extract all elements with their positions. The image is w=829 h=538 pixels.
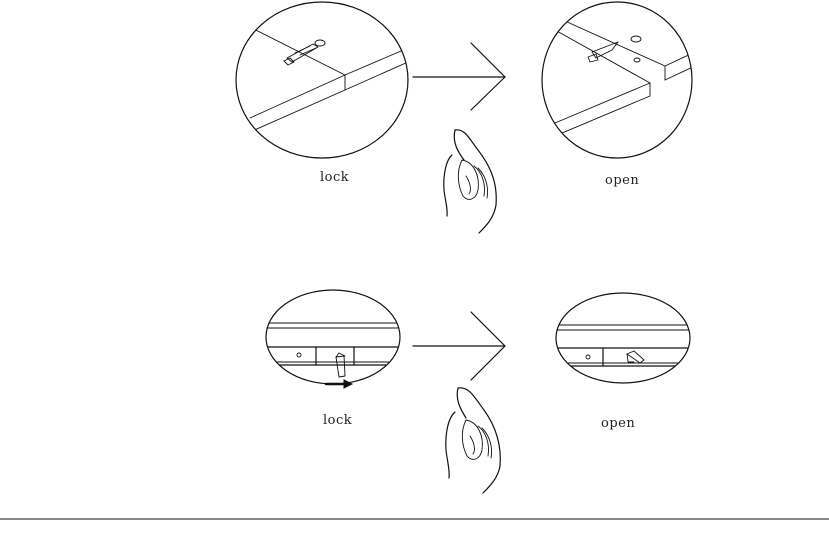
label-top-lock: lock — [320, 170, 349, 185]
top-lock-board — [236, 20, 408, 132]
top-open-circle — [542, 2, 692, 158]
bottom-open-view — [552, 293, 694, 383]
label-bottom-open: open — [601, 416, 635, 431]
bottom-open-latch — [627, 351, 644, 363]
top-hand-icon — [444, 130, 496, 233]
bottom-arrow-icon — [413, 312, 505, 380]
bottom-open-frame — [552, 325, 694, 366]
top-lock-latch — [284, 40, 325, 65]
label-bottom-lock: lock — [323, 413, 352, 428]
top-arrow-icon — [413, 43, 505, 110]
bottom-lock-circle — [266, 290, 400, 384]
top-open-latch — [588, 36, 641, 62]
top-open-view — [542, 2, 695, 158]
bottom-hand-icon — [446, 388, 500, 493]
top-lock-circle — [236, 2, 408, 158]
bottom-open-circle — [556, 293, 690, 383]
label-top-open: open — [605, 173, 639, 188]
top-lock-view — [236, 2, 408, 158]
bottom-lock-view — [262, 290, 404, 388]
slide-arrow-icon — [326, 380, 352, 388]
bottom-lock-frame — [262, 323, 404, 365]
top-open-board — [545, 12, 695, 136]
